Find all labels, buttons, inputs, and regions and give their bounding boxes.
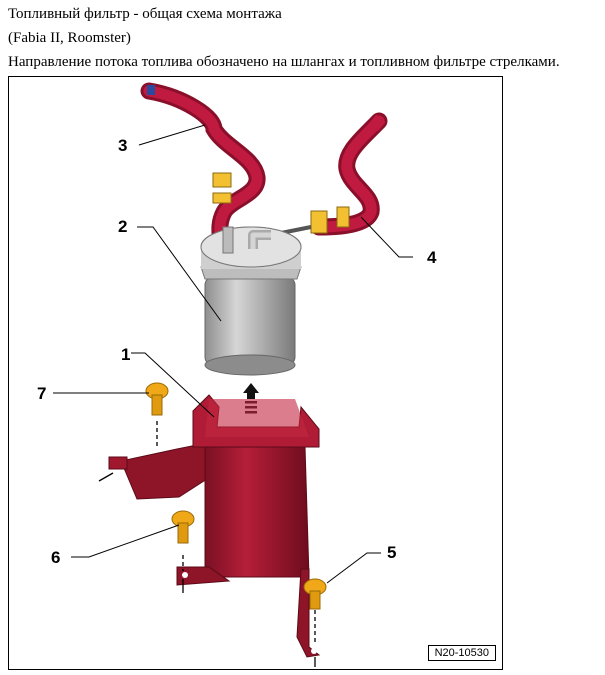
bracket-1 bbox=[108, 394, 321, 658]
figure-code: N20-10530 bbox=[427, 645, 496, 661]
callout-4: 4 bbox=[427, 248, 437, 267]
hose-4 bbox=[270, 112, 388, 237]
callout-7: 7 bbox=[37, 384, 46, 403]
callout-5: 5 bbox=[387, 543, 396, 562]
bolt-6 bbox=[171, 510, 195, 544]
callout-1: 1 bbox=[121, 345, 130, 364]
callout-6: 6 bbox=[51, 548, 60, 567]
page-title: Топливный фильтр - общая схема монтажа bbox=[8, 6, 282, 22]
leader-lines bbox=[53, 124, 413, 584]
fuel-filter-2 bbox=[200, 226, 302, 376]
callout-3: 3 bbox=[118, 136, 127, 155]
callout-2: 2 bbox=[118, 217, 127, 236]
bolt-5 bbox=[303, 578, 327, 610]
diagram-canvas: 3 2 1 4 5 6 7 bbox=[37, 82, 437, 667]
hose-3 bbox=[140, 82, 266, 273]
page-subtitle: (Fabia II, Roomster) bbox=[8, 30, 131, 46]
bolt-7 bbox=[145, 382, 169, 416]
assembly-diagram: 3 2 1 4 5 6 7 N20-10530 bbox=[8, 76, 503, 670]
page-description: Направление потока топлива обозначено на… bbox=[8, 54, 560, 70]
